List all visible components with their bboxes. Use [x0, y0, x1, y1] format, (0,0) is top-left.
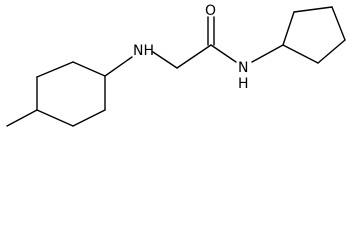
ring-bond: [293, 6, 333, 13]
ring-bond: [36, 109, 74, 127]
ring-bond: [282, 44, 319, 64]
ring-bond: [331, 6, 346, 41]
amine-nh-label: NH: [133, 43, 154, 59]
amide-hydrogen-label: H: [238, 76, 249, 92]
amide-nitrogen-label: N: [238, 60, 248, 76]
ring-to-amine-bond: [104, 56, 133, 77]
carbonyl-to-amide-bond: [210, 44, 237, 63]
ring-bond: [72, 61, 106, 77]
methyl-bond: [6, 109, 38, 127]
carbonyl-oxygen-label: O: [205, 3, 216, 19]
cyclohexane-ring: [36, 61, 106, 127]
ring-bond: [282, 11, 295, 46]
cyclopentane-ring: [282, 6, 346, 64]
amide-to-cyclopentyl-bond: [251, 44, 284, 63]
amine-to-methylene-bond: [152, 51, 178, 69]
structure-diagram: NH O N H: [6, 3, 346, 127]
methylene-to-carbonyl-bond: [176, 44, 212, 69]
ring-bond: [317, 39, 346, 64]
ring-bond: [36, 61, 74, 78]
ring-bond: [72, 109, 106, 127]
